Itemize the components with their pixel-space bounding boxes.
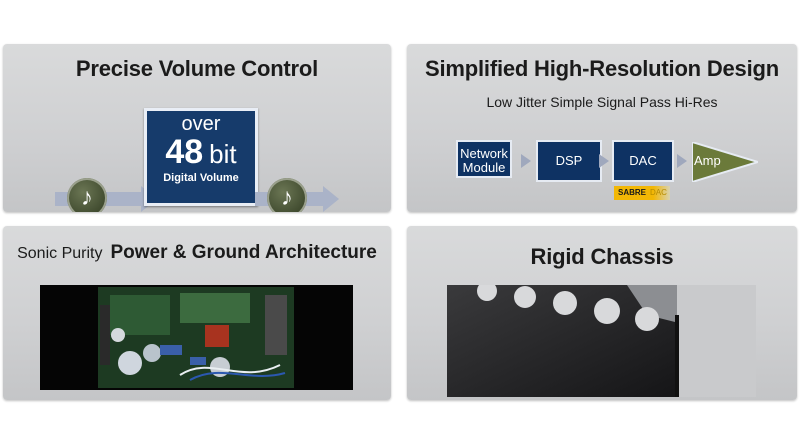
amp-label: Amp [694,153,721,168]
hires-subtitle: Low Jitter Simple Signal Pass Hi-Res [486,94,718,110]
dsp-box: DSP [536,140,602,182]
circuit-board-image [40,285,353,390]
dac-box: DAC [612,140,674,182]
volume-caption: Digital Volume [163,172,239,184]
chain-arrow [599,154,609,168]
volume-over-label: over [181,113,221,135]
chain-arrow [677,154,687,168]
chassis-panel: Rigid Chassis [407,226,797,400]
amp-triangle-icon [692,142,758,182]
music-note-icon: ♪ [67,178,107,212]
hires-panel: Simplified High-Resolution Design Low Ji… [407,44,797,212]
network-module-box: Network Module [456,140,512,178]
chassis-image [447,285,756,397]
volume-title: Precise Volume Control [75,56,319,81]
chassis-title: Rigid Chassis [530,244,674,269]
hires-title: Simplified High-Resolution Design [425,56,779,81]
music-note-icon: ♪ [267,178,307,212]
chain-arrow [521,154,531,168]
